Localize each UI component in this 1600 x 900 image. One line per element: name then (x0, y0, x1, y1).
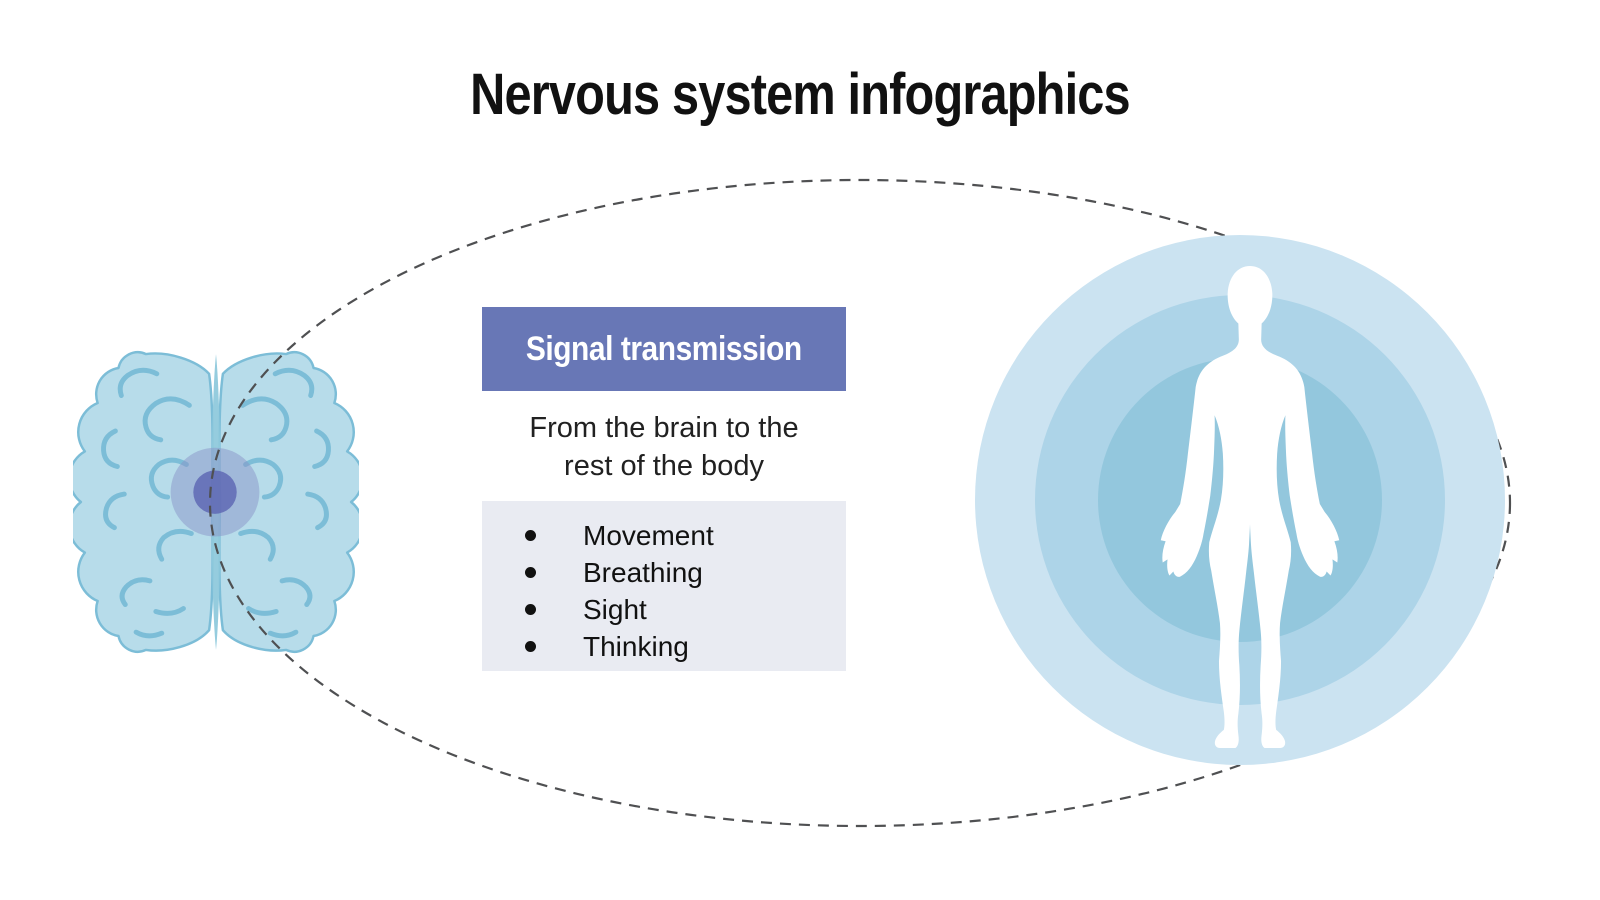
card-subtitle-line-2: rest of the body (564, 450, 764, 482)
brain-icon (73, 342, 359, 662)
card-header-label: Signal transmission (526, 329, 802, 368)
human-body-icon (1160, 266, 1340, 748)
bullet-dot (525, 604, 536, 615)
bullet-dot (525, 641, 536, 652)
signal-origin-inner (193, 470, 237, 514)
list-item-label: Movement (583, 519, 714, 551)
bullet-dot (525, 530, 536, 541)
list-item: Thinking (525, 628, 846, 665)
bullet-dot (525, 567, 536, 578)
card-subtitle-line-1: From the brain to the (529, 412, 799, 444)
list-item-label: Sight (583, 593, 647, 625)
page-title: Nervous system infographics (470, 62, 1130, 127)
list-item: Breathing (525, 554, 846, 591)
list-item-label: Thinking (583, 630, 689, 662)
signal-transmission-card: Signal transmission From the brain to th… (482, 307, 846, 671)
card-header: Signal transmission (482, 307, 846, 391)
list-item-label: Breathing (583, 556, 703, 588)
list-item: Movement (525, 517, 846, 554)
card-subtitle: From the brain to the rest of the body (482, 409, 846, 485)
list-item: Sight (525, 591, 846, 628)
card-bullet-list: Movement Breathing Sight Thinking (482, 501, 846, 671)
